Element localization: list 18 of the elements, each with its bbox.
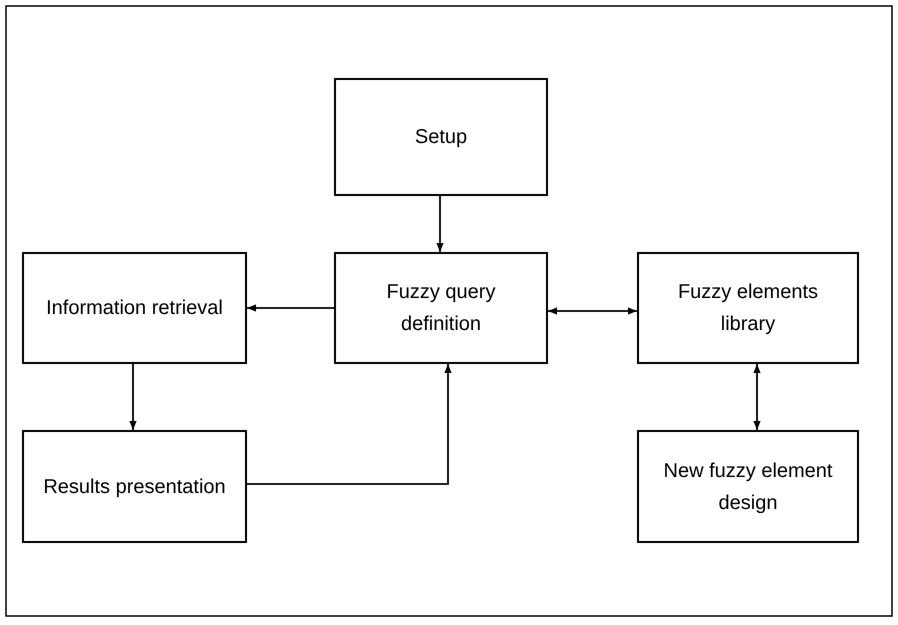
arrow: [247, 304, 334, 312]
arrow: [548, 307, 637, 315]
box-label: Results presentation: [42, 474, 227, 500]
box-label: Information retrieval: [45, 296, 224, 321]
arrow: [753, 364, 761, 430]
process-box: [637, 252, 859, 364]
arrow: [247, 364, 452, 485]
arrow: [436, 196, 444, 252]
process-box: [22, 252, 247, 364]
process-box: [334, 252, 548, 364]
process-box: [22, 430, 247, 543]
process-box: [334, 78, 548, 196]
process-box: [637, 430, 859, 543]
box-label: Fuzzy elements library: [676, 280, 820, 337]
box-label: Setup: [414, 125, 468, 150]
box-label: New fuzzy element design: [662, 458, 834, 516]
arrow: [129, 364, 137, 430]
box-label: Fuzzy query definition: [386, 280, 496, 337]
